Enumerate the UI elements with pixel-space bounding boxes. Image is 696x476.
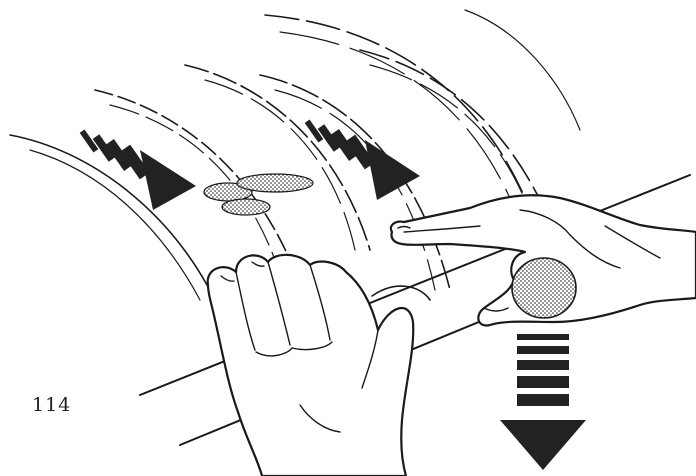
arrow-down-left	[305, 119, 420, 200]
page-number: 114	[32, 394, 71, 416]
stippled-spot	[204, 174, 313, 215]
right-hand	[391, 195, 696, 325]
arrow-down	[500, 334, 586, 470]
left-hand	[208, 255, 414, 476]
